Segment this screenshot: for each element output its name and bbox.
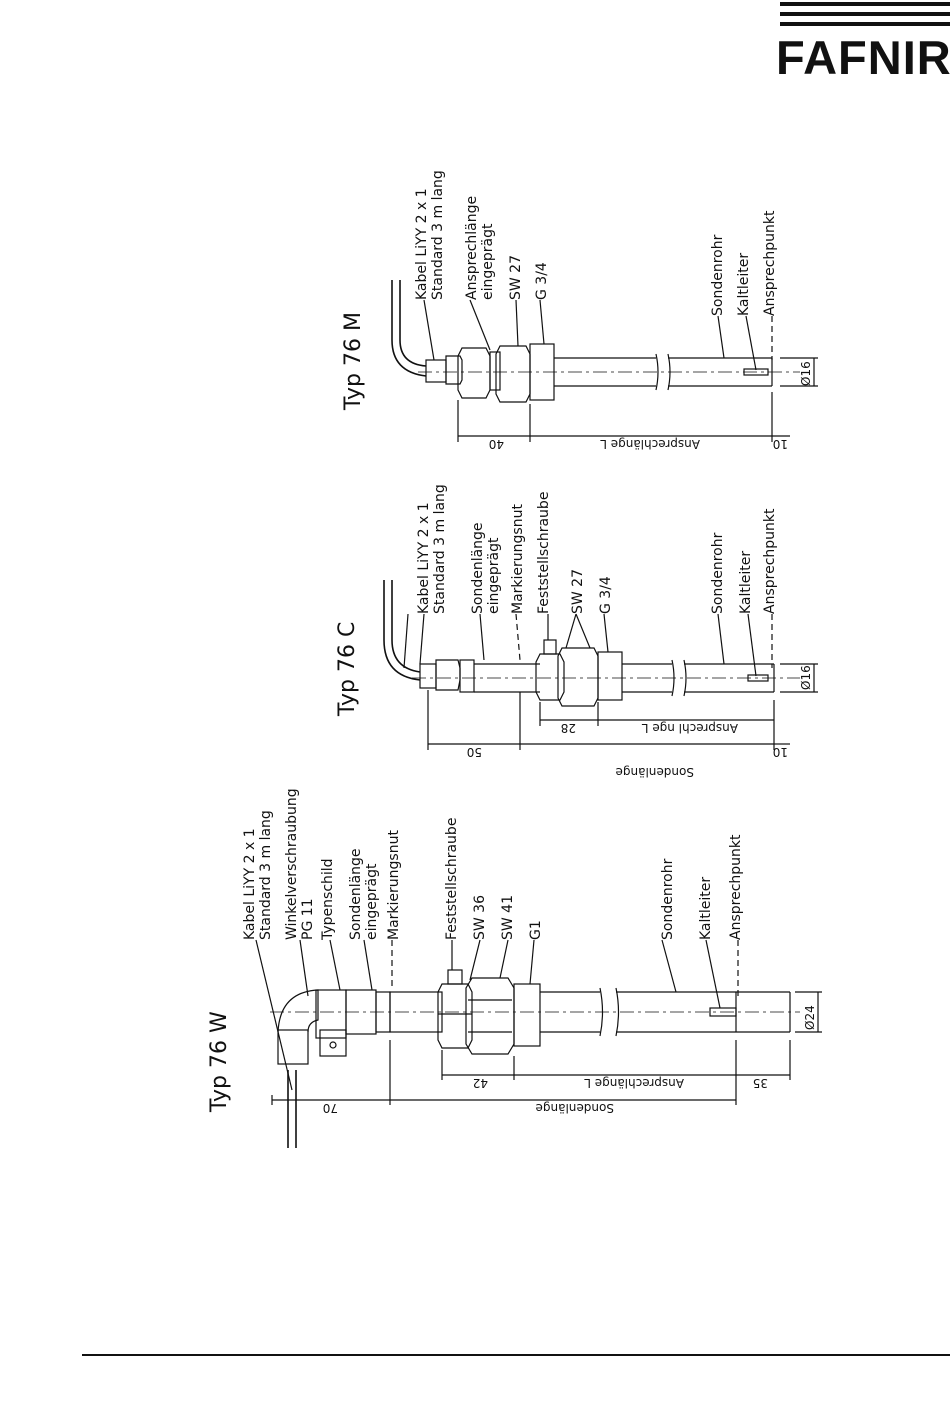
dim-76c-diameter: Ø16: [799, 665, 813, 690]
dim-76c-probe-length: Sondenlänge: [616, 765, 694, 779]
label-76w-pg: PG 11: [300, 898, 316, 940]
probe-76m-drawing: [391, 280, 818, 442]
dim-76c-50: 50: [467, 745, 482, 759]
dim-76w-42: 42: [473, 1076, 488, 1090]
title-76w: Typ 76 W: [207, 1011, 232, 1113]
label-76c-locking-screw: Feststellschraube: [536, 492, 552, 614]
label-76w-embossed: eingeprägt: [364, 863, 380, 940]
logo-stripe: [780, 2, 950, 6]
label-76m-response-length: Ansprechlänge: [464, 196, 480, 300]
logo-stripe: [780, 12, 950, 16]
logo-stripe: [780, 22, 950, 26]
dim-76w-diameter: Ø24: [803, 1005, 817, 1030]
label-76m-probe-tube: Sondenrohr: [710, 234, 726, 316]
label-76m-cable-length: Standard 3 m lang: [430, 170, 446, 300]
label-76w-sw41: SW 41: [500, 895, 516, 940]
label-76w-probe-tube: Sondenrohr: [660, 858, 676, 940]
dim-76m-diameter: Ø16: [799, 361, 813, 386]
label-76m-response-point: Ansprechpunkt: [762, 210, 778, 316]
label-76c-ptc: Kaltleiter: [738, 551, 754, 614]
label-76w-thread: G1: [528, 920, 544, 940]
dim-76c-response-length: Ansprechl nge L: [641, 721, 738, 735]
label-76w-ptc: Kaltleiter: [698, 877, 714, 940]
label-76w-nameplate: Typenschild: [320, 858, 336, 941]
label-76c-sw27: SW 27: [570, 569, 586, 614]
label-76w-cable: Kabel LiYY 2 x 1: [242, 828, 258, 940]
label-76w-probe-length: Sondenlänge: [348, 848, 364, 940]
dim-76m-10: 10: [773, 437, 788, 451]
label-76m-ptc: Kaltleiter: [736, 253, 752, 316]
footer-rule: [82, 1354, 950, 1356]
label-76w-marking-groove: Markierungsnut: [386, 830, 402, 940]
label-76c-probe-length: Sondenlänge: [470, 522, 486, 614]
dim-76w-probe-length: Sondenlänge: [536, 1101, 614, 1115]
label-76m-thread: G 3/4: [534, 262, 550, 300]
dim-76c-28: 28: [561, 721, 576, 735]
label-76c-probe-tube: Sondenrohr: [710, 532, 726, 614]
dim-76c-10: 10: [773, 745, 788, 759]
label-76c-response-point: Ansprechpunkt: [762, 508, 778, 614]
label-76w-angle-fitting: Winkelverschraubung: [284, 788, 300, 940]
fafnir-logo: FAFNIR: [776, 0, 950, 82]
probe-76c-drawing: [383, 580, 818, 750]
dim-76w-response-length: Ansprechlänge L: [584, 1076, 684, 1090]
dim-76w-35: 35: [753, 1076, 768, 1090]
label-76c-cable: Kabel LiYY 2 x 1: [416, 502, 432, 614]
label-76w-locking-screw: Feststellschraube: [444, 818, 460, 940]
label-76c-cable-length: Standard 3 m lang: [432, 484, 448, 614]
logo-wordmark: FAFNIR: [776, 31, 950, 84]
probe-76w-drawing: [255, 939, 822, 1148]
label-76w-cable-length: Standard 3 m lang: [258, 810, 274, 940]
label-76m-sw27: SW 27: [508, 255, 524, 300]
label-76w-response-point: Ansprechpunkt: [728, 834, 744, 940]
dim-76m-response-length: Ansprechlänge L: [600, 437, 700, 451]
label-76c-embossed: eingeprägt: [486, 537, 502, 614]
dim-76m-40: 40: [489, 437, 504, 451]
label-76m-cable: Kabel LiYY 2 x 1: [414, 188, 430, 300]
dim-76w-70: 70: [323, 1101, 338, 1115]
label-76m-embossed: eingeprägt: [480, 223, 496, 300]
label-76c-marking-groove: Markierungsnut: [510, 504, 526, 614]
title-76m: Typ 76 M: [341, 312, 366, 411]
label-76c-thread: G 3/4: [598, 576, 614, 614]
title-76c: Typ 76 C: [335, 622, 360, 717]
label-76w-sw36: SW 36: [472, 895, 488, 940]
